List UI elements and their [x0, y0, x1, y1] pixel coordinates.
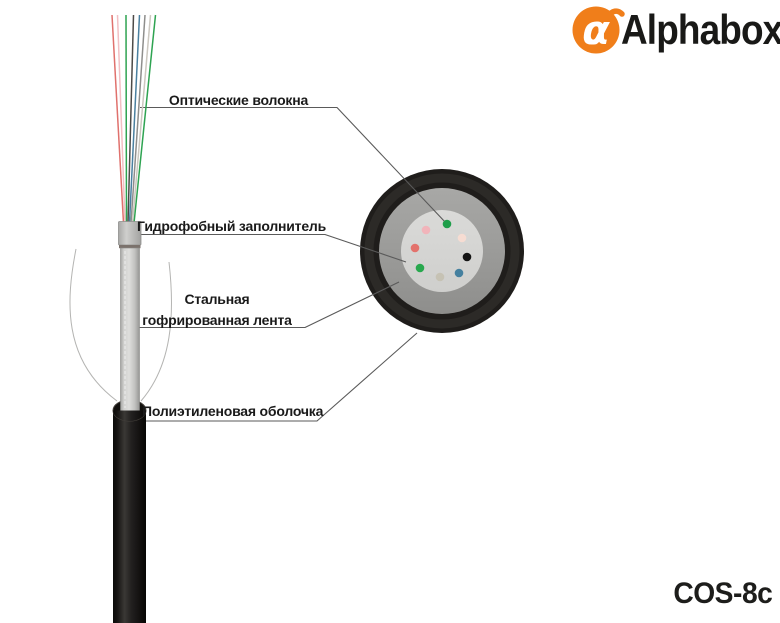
fiber-strand-green2 — [133, 14, 157, 224]
fiber-strand-gray — [130, 14, 146, 224]
fiber-strand-natural — [131, 14, 152, 224]
buffer-tube — [118, 221, 142, 412]
fiber-dot-beige — [435, 272, 445, 282]
brand-logo: α — [572, 6, 625, 54]
label-steel-tape-line1: Стальная — [184, 291, 250, 307]
strength-thread-left — [69, 248, 118, 402]
label-optical-fibers: Оптические волокна — [168, 92, 309, 108]
strength-thread-right — [140, 261, 172, 402]
label-steel-tape-line2: гофрированная лента — [142, 312, 292, 328]
fiber-dot-red — [410, 243, 420, 253]
brand-name: Alphabox — [621, 6, 780, 53]
optical-fibers-fan — [111, 14, 157, 224]
label-polyethylene-sheath: Полиэтиленовая оболочка — [142, 403, 324, 419]
fiber-strand-green — [125, 14, 128, 224]
leader-line-hydrophobic-filler — [139, 233, 407, 263]
sheath-sheen — [364, 173, 520, 329]
leader-line-polyethylene-sheath — [146, 332, 418, 422]
fiber-dot-black — [462, 252, 472, 262]
stripped-cable — [69, 14, 172, 623]
fiber-strand-black — [127, 14, 135, 224]
fiber-dot-green2 — [415, 263, 425, 273]
fiber-dot-green — [442, 219, 452, 229]
fiber-strand-red — [111, 14, 125, 224]
label-hydrophobic-filler: Гидрофобный заполнитель — [136, 218, 327, 234]
logo-swash — [604, 8, 625, 20]
cross-section — [360, 169, 524, 333]
logo-alpha-icon: α — [582, 8, 610, 54]
fiber-dots — [410, 219, 472, 282]
leader-line-optical-fibers — [140, 106, 447, 224]
model-label: COS-8c — [672, 577, 773, 610]
cable-jacket — [113, 410, 146, 623]
tube-junction-band — [119, 245, 141, 249]
cable-jacket-front-rim — [113, 410, 146, 421]
fiber-strand-pink — [116, 14, 126, 224]
fiber-dot-pink — [421, 225, 431, 235]
leader-lines — [131, 106, 447, 422]
fiber-dot-blue — [454, 268, 464, 278]
fiber-dot-cream — [457, 233, 467, 243]
label-steel-tape: Стальная гофрированная лента — [128, 289, 306, 331]
fiber-strand-blue — [128, 14, 141, 224]
leader-line-steel-tape — [131, 281, 400, 329]
